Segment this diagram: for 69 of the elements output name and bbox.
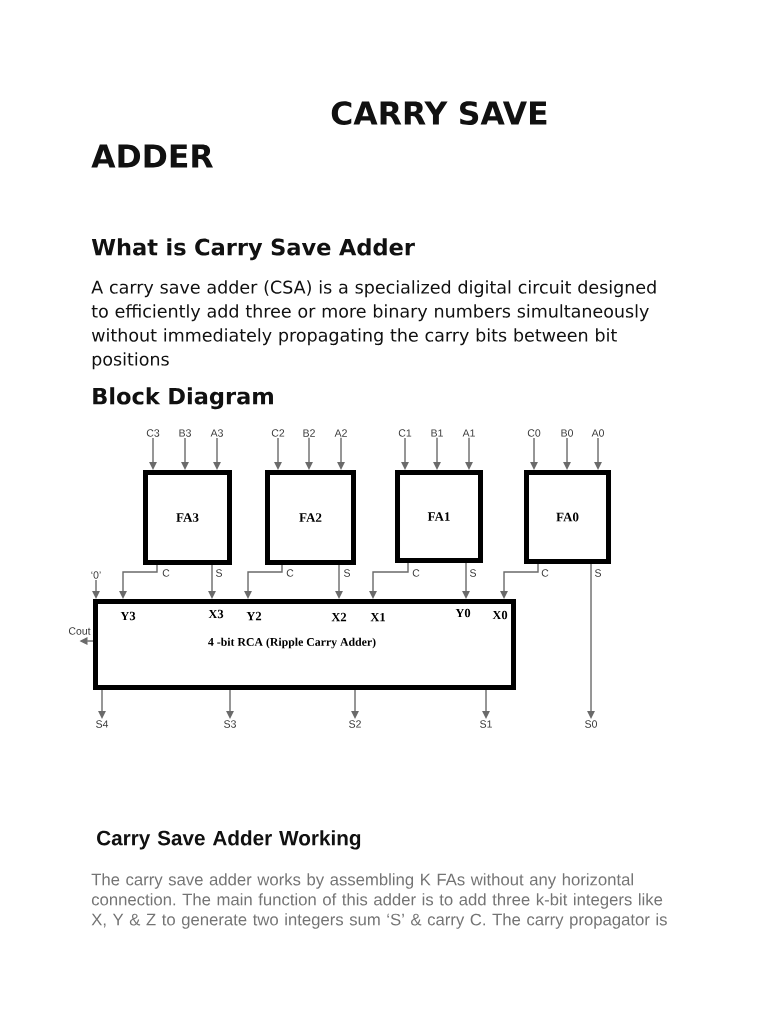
input-label: A1 (462, 429, 475, 437)
input-label: A0 (591, 429, 604, 437)
arrow (274, 437, 282, 470)
body-paragraph: A carry save adder (CSA) is a specialized digital circuit designed to efficiently add three or more binary numbers simultaneously without immediately propagating the carry bits between bit positions (91, 280, 656, 370)
arrow (465, 437, 473, 470)
arrow (98, 689, 106, 719)
section-heading: Carry Save Adder Working (97, 830, 361, 850)
port-label: Y0 (455, 608, 471, 618)
port-label: C (541, 569, 549, 577)
port-label: C (412, 569, 420, 577)
port-label: S (470, 569, 477, 577)
section-heading: What is Carry Save Adder (91, 238, 415, 261)
port-label: X0 (492, 610, 508, 620)
arrow (500, 563, 539, 599)
arrow (563, 437, 571, 470)
arrow (213, 437, 221, 470)
full-adder-box: FA3 (143, 470, 232, 565)
input-label: C3 (146, 429, 160, 437)
port-label: S (215, 569, 223, 577)
section-heading: Block Diagram (93, 387, 273, 410)
port-label: S (595, 569, 602, 577)
full-adder-box: FA2 (265, 470, 356, 565)
arrow (149, 437, 157, 470)
arrow (594, 437, 602, 470)
input-label: C2 (271, 429, 285, 437)
arrow (226, 689, 234, 719)
input-label: B0 (561, 429, 573, 437)
arrow (119, 564, 158, 599)
arrow (530, 437, 538, 470)
output-label: S0 (585, 720, 597, 728)
arrow (482, 689, 490, 719)
input-label: C0 (527, 429, 541, 437)
output-label: Cout (68, 627, 91, 635)
port-label: X3 (208, 609, 224, 619)
input-label: A3 (210, 429, 223, 437)
port-label: C (286, 569, 294, 577)
output-label: S4 (96, 720, 109, 728)
input-label: A2 (334, 429, 347, 437)
arrow (244, 564, 283, 599)
port-label: C (162, 569, 170, 577)
input-label: ‘0’ (91, 571, 101, 579)
full-adder-box: FA1 (395, 470, 483, 563)
arrow (92, 579, 100, 599)
input-label: B1 (431, 429, 443, 437)
port-label: X1 (370, 612, 385, 622)
port-label: Y3 (120, 611, 136, 621)
port-label: Y2 (246, 611, 262, 621)
output-label: S3 (224, 720, 236, 728)
arrow (433, 437, 441, 470)
input-label: B3 (179, 429, 191, 437)
output-label: S1 (480, 720, 492, 728)
arrow (587, 563, 595, 719)
arrow (337, 437, 345, 470)
arrow (351, 689, 359, 719)
port-label: S (343, 569, 351, 577)
arrow (208, 564, 216, 599)
arrow (335, 564, 343, 599)
page-title: CARRY SAVE ADDER (91, 101, 547, 168)
output-label: S2 (349, 720, 361, 728)
full-adder-box: FA0 (524, 470, 611, 564)
port-label: X2 (331, 612, 347, 622)
input-label: C1 (398, 429, 412, 437)
arrow (401, 437, 409, 470)
arrow (462, 562, 470, 599)
arrow (305, 437, 313, 470)
arrow (369, 562, 409, 599)
body-paragraph: The carry save adder works by assembling K FAs without any horizontal connection. The main function of this adder is to add three k-bit integers like X, Y & Z to generate two integers sum ‘S’ & carry C. The carry propagator is (91, 873, 667, 929)
input-label: B2 (303, 429, 315, 437)
arrow (181, 437, 189, 470)
